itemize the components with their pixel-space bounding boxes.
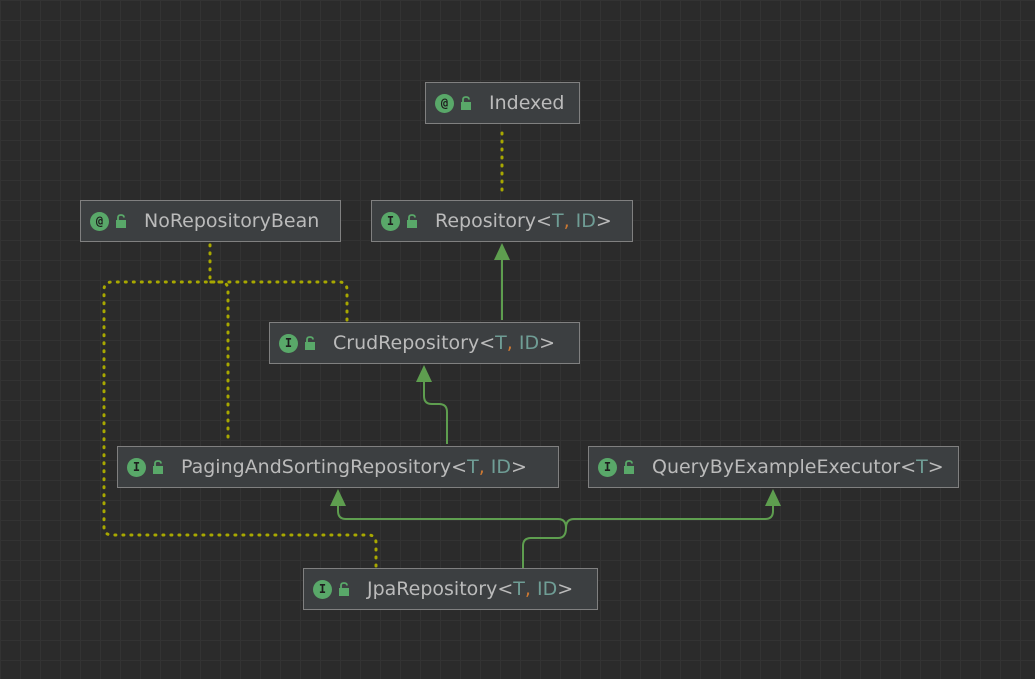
generic-comma: , bbox=[506, 332, 513, 354]
type-parameter: ID bbox=[536, 578, 558, 600]
unlock-icon bbox=[151, 460, 165, 474]
unlock-icon bbox=[303, 336, 317, 350]
type-parameter: T bbox=[551, 210, 564, 232]
node-jpa-repository[interactable]: I JpaRepository <T, ID> bbox=[303, 568, 598, 610]
node-crud-repository[interactable]: I CrudRepository <T, ID> bbox=[269, 322, 580, 364]
generic-open-bracket: < bbox=[451, 456, 468, 478]
edge-paging-crud bbox=[423, 380, 448, 444]
type-parameter: T bbox=[513, 578, 525, 600]
generic-close-bracket: > bbox=[927, 456, 944, 478]
generic-close-bracket: > bbox=[557, 578, 574, 600]
unlock-icon bbox=[622, 460, 636, 474]
interface-icon: I bbox=[313, 579, 332, 599]
node-no-repository-bean[interactable]: @ NoRepositoryBean bbox=[80, 200, 341, 242]
edge-jpa-querybyexample bbox=[565, 505, 774, 529]
arrowhead-repository bbox=[494, 243, 510, 260]
generic-open-bracket: < bbox=[497, 578, 514, 600]
node-crud-repository-label: CrudRepository bbox=[333, 332, 480, 354]
generic-close-bracket: > bbox=[595, 210, 612, 232]
edge-paging-norepositorybean bbox=[208, 280, 230, 439]
node-no-repository-bean-label: NoRepositoryBean bbox=[144, 210, 320, 232]
unlock-icon bbox=[459, 96, 473, 110]
arrowhead-paging bbox=[330, 489, 346, 506]
interface-icon: I bbox=[279, 333, 298, 353]
edge-jpa-norepositorybean bbox=[102, 280, 378, 568]
interface-icon: I bbox=[127, 457, 146, 477]
unlock-icon bbox=[337, 582, 351, 596]
type-parameter: T bbox=[495, 332, 507, 354]
generic-open-bracket: < bbox=[536, 210, 552, 232]
generic-close-bracket: > bbox=[539, 332, 555, 354]
generic-close-bracket: > bbox=[511, 456, 527, 478]
node-query-by-example-executor-label: QueryByExampleExecutor bbox=[652, 456, 901, 478]
unlock-icon bbox=[114, 214, 128, 228]
type-parameter: ID bbox=[490, 456, 512, 478]
interface-icon: I bbox=[598, 457, 617, 477]
edge-crud-norepositorybean bbox=[208, 241, 349, 322]
type-parameter: ID bbox=[518, 332, 540, 354]
generic-comma: , bbox=[524, 578, 531, 600]
at-icon: @ bbox=[435, 93, 454, 113]
node-paging-and-sorting-repository[interactable]: I PagingAndSortingRepository <T, ID> bbox=[117, 446, 559, 488]
unlock-icon bbox=[405, 214, 419, 228]
node-indexed[interactable]: @ Indexed bbox=[425, 82, 580, 124]
node-repository-label: Repository bbox=[435, 210, 537, 232]
type-parameter: T bbox=[467, 456, 479, 478]
type-parameter: T bbox=[916, 456, 928, 478]
arrowhead-querybyexample bbox=[765, 489, 781, 506]
node-query-by-example-executor[interactable]: I QueryByExampleExecutor <T> bbox=[588, 446, 959, 488]
node-indexed-label: Indexed bbox=[489, 92, 565, 114]
generic-open-bracket: < bbox=[479, 332, 496, 354]
at-icon: @ bbox=[90, 211, 109, 231]
type-parameter: ID bbox=[575, 210, 596, 232]
arrowhead-crud bbox=[416, 365, 432, 382]
interface-icon: I bbox=[381, 211, 400, 231]
node-repository[interactable]: I Repository <T, ID> bbox=[371, 200, 633, 242]
generic-open-bracket: < bbox=[900, 456, 917, 478]
generic-comma: , bbox=[478, 456, 485, 478]
node-paging-and-sorting-repository-label: PagingAndSortingRepository bbox=[181, 456, 452, 478]
node-jpa-repository-label: JpaRepository bbox=[367, 578, 498, 600]
generic-comma: , bbox=[563, 210, 570, 232]
